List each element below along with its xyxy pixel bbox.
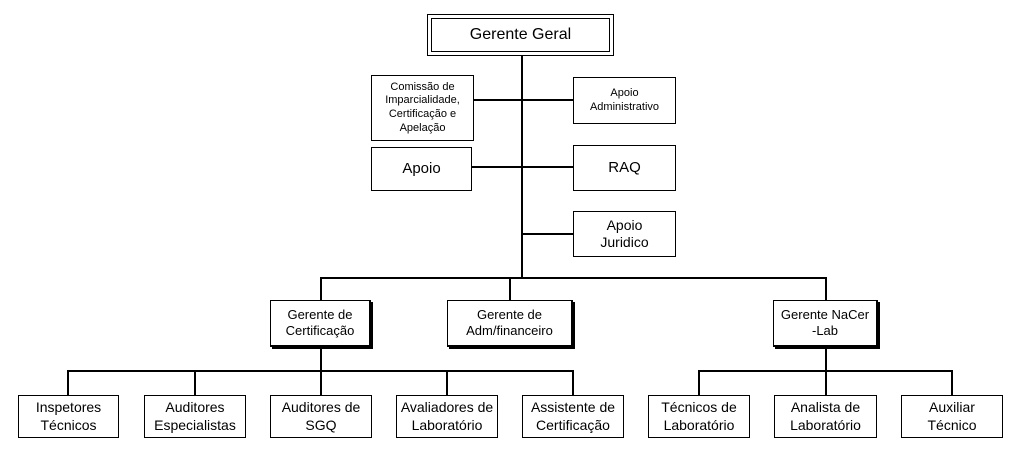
- node-gerente-nacer-lab: Gerente NaCer -Lab: [773, 300, 878, 347]
- node-comissao-label: Comissão de Imparcialidade, Certificação…: [385, 80, 460, 134]
- node-tecnicos-laboratorio-label: Técnicos de Laboratório: [661, 399, 737, 433]
- node-apoio: Apoio: [371, 147, 472, 191]
- node-apoio-juridico-label: Apoio Juridico: [600, 216, 649, 251]
- node-gerente-geral-label: Gerente Geral: [469, 26, 572, 43]
- node-assistente-certificacao-label: Assistente de Certificação: [530, 399, 616, 433]
- node-gerente-geral: Gerente Geral: [427, 14, 614, 56]
- node-apoio-administrativo: Apoio Administrativo: [573, 77, 676, 124]
- node-tecnicos-laboratorio: Técnicos de Laboratório: [648, 395, 750, 438]
- node-inspetores-tecnicos-label: Inspetores Técnicos: [35, 399, 102, 433]
- node-apoio-label: Apoio: [402, 159, 441, 177]
- node-avaliadores-laboratorio: Avaliadores de Laboratório: [396, 395, 498, 438]
- node-auditores-especialistas: Auditores Especialistas: [144, 395, 246, 438]
- node-apoio-juridico: Apoio Juridico: [573, 211, 676, 257]
- node-gerente-nacer-lab-label: Gerente NaCer -Lab: [780, 306, 870, 338]
- node-auditores-sgq-label: Auditores de SGQ: [281, 399, 361, 433]
- node-auditores-especialistas-label: Auditores Especialistas: [154, 399, 236, 433]
- node-analista-laboratorio-label: Analista de Laboratório: [790, 399, 861, 433]
- node-auxiliar-tecnico-label: Auxiliar Técnico: [927, 399, 977, 433]
- node-gerente-adm-financeiro-label: Gerente de Adm/financeiro: [466, 306, 553, 338]
- node-avaliadores-laboratorio-label: Avaliadores de Laboratório: [400, 399, 494, 433]
- node-assistente-certificacao: Assistente de Certificação: [522, 395, 624, 438]
- node-gerente-certificacao: Gerente de Certificação: [270, 300, 371, 347]
- node-raq: RAQ: [573, 145, 676, 191]
- node-gerente-adm-financeiro: Gerente de Adm/financeiro: [447, 300, 573, 347]
- node-gerente-certificacao-label: Gerente de Certificação: [285, 306, 355, 338]
- node-inspetores-tecnicos: Inspetores Técnicos: [18, 395, 119, 438]
- node-analista-laboratorio: Analista de Laboratório: [774, 395, 877, 438]
- node-raq-label: RAQ: [608, 158, 641, 176]
- node-auxiliar-tecnico: Auxiliar Técnico: [901, 395, 1003, 438]
- node-auditores-sgq: Auditores de SGQ: [270, 395, 372, 438]
- node-apoio-administrativo-label: Apoio Administrativo: [589, 86, 660, 113]
- node-comissao: Comissão de Imparcialidade, Certificação…: [371, 75, 474, 141]
